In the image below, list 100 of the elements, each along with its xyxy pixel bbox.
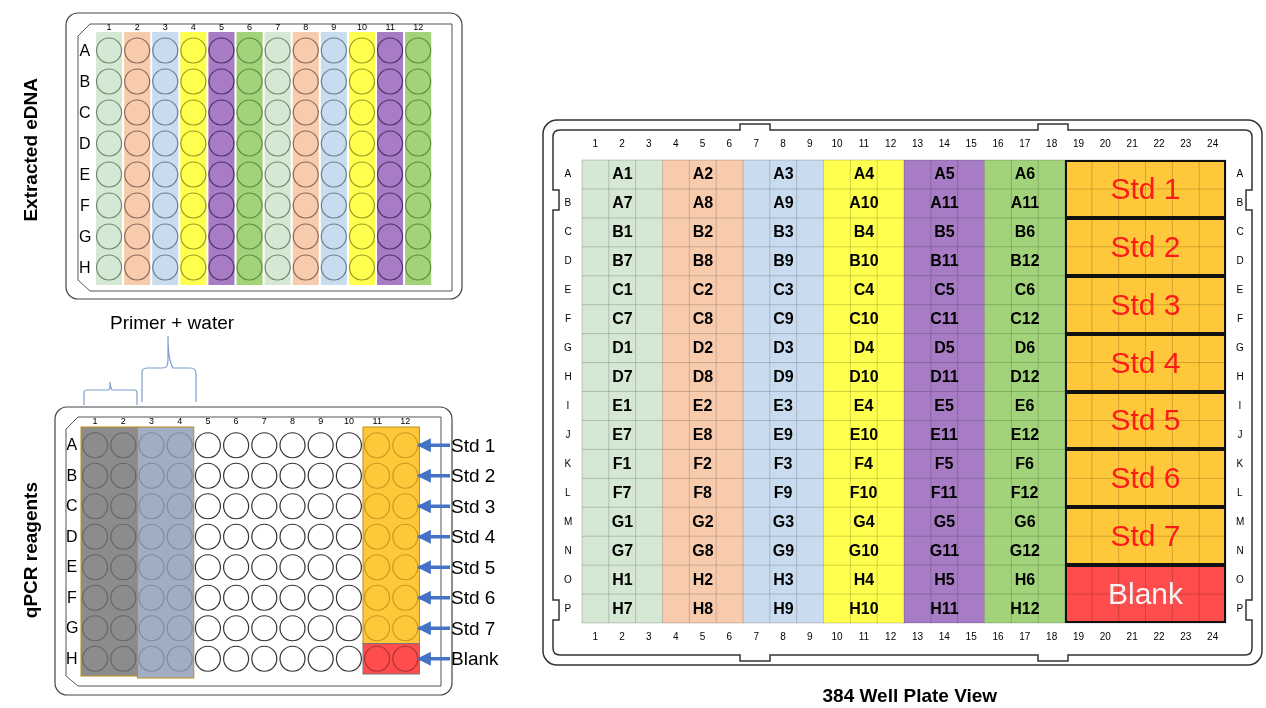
- row-letter: P: [1236, 603, 1244, 614]
- row-letter: N: [564, 545, 572, 556]
- well-label: G4: [853, 513, 875, 530]
- well-label: D11: [930, 369, 959, 386]
- well-label: E9: [773, 426, 793, 443]
- row-letter: N: [1236, 545, 1244, 556]
- row-letter: H: [1236, 372, 1244, 383]
- row-letter: G: [79, 228, 92, 245]
- well: [392, 493, 419, 520]
- well-label: A1: [612, 166, 633, 183]
- well-label: A6: [1014, 166, 1036, 183]
- arrow: [416, 651, 450, 666]
- column-number: 11: [858, 139, 870, 149]
- row-letter: E: [1236, 285, 1244, 296]
- column-number: 15: [965, 139, 977, 149]
- well-label: E7: [612, 426, 632, 443]
- well: [392, 554, 419, 581]
- row-letter: M: [1236, 516, 1245, 527]
- column-number: 4: [672, 139, 679, 149]
- column-number: 6: [233, 416, 239, 426]
- column-number: 11: [858, 632, 870, 642]
- row-letter: F: [1237, 314, 1244, 325]
- column-number: 10: [831, 139, 843, 149]
- well-label: E8: [692, 426, 713, 443]
- column-number: 6: [726, 632, 733, 642]
- well-label: D10: [849, 369, 879, 386]
- column-number: 10: [356, 22, 367, 32]
- column-number: 1: [592, 139, 598, 149]
- row-letter: I: [1238, 400, 1242, 411]
- well-label: F2: [693, 455, 712, 472]
- well-label: B5: [934, 224, 955, 241]
- well-label: H6: [1014, 571, 1036, 588]
- row-letter: P: [564, 603, 572, 614]
- well-label: H11: [930, 600, 959, 617]
- well-label: D1: [612, 340, 633, 357]
- row-letter: G: [1236, 343, 1244, 354]
- well-label: F4: [854, 455, 873, 472]
- standard-block: Std 3: [1065, 275, 1226, 334]
- well-label: E2: [692, 397, 713, 414]
- well-label: A10: [849, 195, 879, 212]
- column-number: 5: [205, 416, 211, 426]
- row-letter: J: [1237, 429, 1243, 440]
- column-number: 14: [938, 632, 950, 642]
- row-letter: I: [566, 400, 570, 411]
- row-letter: O: [1236, 574, 1244, 585]
- row-letter: B: [66, 467, 78, 484]
- well-label: H3: [773, 571, 794, 588]
- row-letter: A: [66, 437, 78, 454]
- column-number: 2: [619, 632, 625, 642]
- column-number: 23: [1180, 139, 1192, 149]
- column-number: 13: [911, 632, 924, 642]
- row-letter: F: [67, 589, 77, 606]
- arrow: [416, 499, 450, 514]
- column-number: 9: [318, 416, 324, 426]
- well-label: B8: [692, 253, 714, 270]
- well-label: C10: [849, 311, 879, 328]
- column-number: 4: [177, 416, 183, 426]
- column-number: 17: [1019, 139, 1031, 149]
- row-letter: D: [1236, 256, 1244, 267]
- row-letter: L: [565, 487, 571, 498]
- column-number: 4: [190, 22, 196, 32]
- row-letter: B: [79, 73, 91, 90]
- well-label: F3: [773, 455, 793, 472]
- column-number: 7: [753, 632, 759, 642]
- column-number: 22: [1153, 139, 1165, 149]
- row-letter: D: [564, 256, 572, 267]
- well-label: H10: [849, 600, 879, 617]
- column-number: 1: [92, 416, 98, 426]
- row-letter: M: [564, 516, 573, 527]
- arrow: [416, 438, 450, 453]
- well-label: E4: [853, 397, 874, 414]
- column-number: 6: [247, 22, 253, 32]
- arrow: [416, 560, 450, 575]
- row-letter: C: [1236, 227, 1244, 238]
- row-letter: C: [66, 498, 78, 515]
- well-label: E5: [934, 397, 954, 414]
- row-letter: K: [564, 458, 572, 469]
- well-label: A9: [773, 195, 794, 212]
- standard-block: Blank: [1065, 565, 1226, 623]
- well-label: G8: [692, 542, 714, 559]
- well-label: D3: [773, 340, 794, 357]
- column-number: 2: [619, 139, 625, 149]
- column-number: 7: [753, 139, 759, 149]
- row-letter: A: [1236, 169, 1244, 180]
- column-number: 15: [965, 632, 977, 642]
- row-letter: J: [565, 429, 571, 440]
- well-label: A11: [930, 195, 959, 212]
- well-label: H5: [934, 571, 955, 588]
- column-number: 10: [831, 632, 843, 642]
- plate-title: qPCR reagents: [20, 482, 40, 619]
- row-letter: H: [564, 372, 572, 383]
- well-label: C11: [930, 311, 959, 328]
- well-label: C4: [853, 282, 875, 299]
- well-label: A8: [692, 195, 714, 212]
- column-number: 21: [1126, 139, 1138, 149]
- well-label: B1: [612, 224, 633, 241]
- caption: 384 Well Plate View: [822, 685, 998, 705]
- well-label: F11: [930, 484, 958, 501]
- well-label: A5: [934, 166, 955, 183]
- well-label: B9: [773, 253, 794, 270]
